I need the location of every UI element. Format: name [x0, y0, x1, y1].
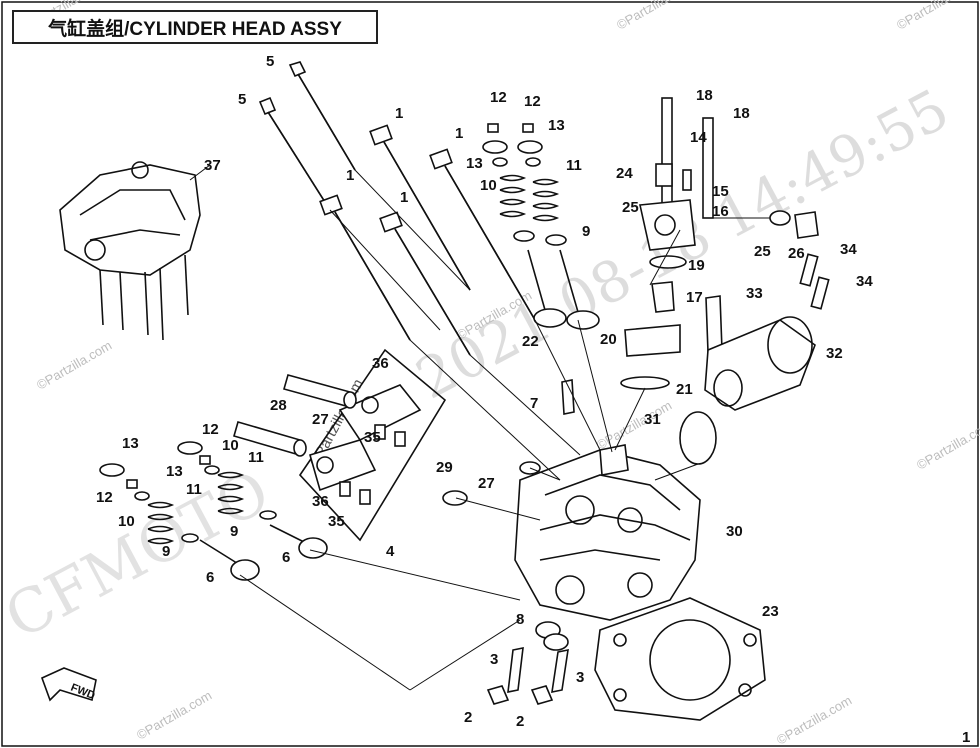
site-watermark-tr: ©Partzilla.com	[894, 0, 974, 33]
callout: 18	[733, 105, 750, 122]
site-watermark-mr: ©Partzilla.com	[914, 418, 980, 473]
callout: 12	[202, 421, 219, 438]
callout: 35	[328, 513, 345, 530]
callout: 5	[266, 53, 274, 70]
callout: 13	[466, 155, 483, 172]
callouts: 5 5 1 1 1 1 12 12 13 13 10 11 9 18 18 14…	[96, 53, 873, 730]
engine-assembly	[59, 161, 211, 341]
callout: 9	[230, 523, 238, 540]
callout: 9	[162, 543, 170, 560]
callout: 24	[616, 165, 633, 182]
valve-train-left	[99, 441, 328, 581]
callout: 6	[206, 569, 214, 586]
callout: 10	[118, 513, 135, 530]
callout: 2	[516, 713, 524, 730]
callout: 12	[524, 93, 541, 110]
pushrod-tubes	[233, 374, 357, 457]
callout: 21	[676, 381, 693, 398]
callout: 7	[530, 395, 538, 412]
leader-lines	[239, 169, 770, 691]
callout: 13	[166, 463, 183, 480]
callout: 35	[364, 429, 381, 446]
head-bolts	[258, 61, 536, 356]
callout: 1	[400, 189, 408, 206]
callout: 34	[840, 241, 857, 258]
callout: 8	[516, 611, 524, 628]
callout: 19	[688, 257, 705, 274]
callout: 11	[566, 157, 582, 174]
callout: 27	[312, 411, 329, 428]
callout: 32	[826, 345, 843, 362]
callout: 17	[686, 289, 703, 306]
callout: 11	[248, 449, 264, 466]
callout: 1	[455, 125, 463, 142]
diagram-title-text: 气缸盖组/CYLINDER HEAD ASSY	[48, 18, 342, 40]
fwd-arrow: FWD	[40, 667, 97, 702]
callout: 28	[270, 397, 287, 414]
thermostat-assembly	[620, 97, 830, 465]
callout: 16	[712, 203, 729, 220]
callout: 36	[312, 493, 329, 510]
callout: 12	[490, 89, 507, 106]
callout: 13	[122, 435, 139, 452]
callout: 14	[690, 129, 707, 146]
callout: 29	[436, 459, 453, 476]
site-watermark-tc: ©Partzilla.com	[614, 0, 694, 33]
callout: 2	[464, 709, 472, 726]
callout: 9	[582, 223, 590, 240]
callout: 6	[282, 549, 290, 566]
callout: 27	[478, 475, 495, 492]
callout: 31	[644, 411, 661, 428]
callout: 1	[346, 167, 354, 184]
callout: 10	[222, 437, 239, 454]
callout: 3	[490, 651, 498, 668]
site-watermark-m2: ©Partzilla.com	[594, 398, 674, 453]
callout: 20	[600, 331, 617, 348]
callout: 13	[548, 117, 565, 134]
callout: 10	[480, 177, 497, 194]
site-watermark-ml: ©Partzilla.com	[34, 338, 114, 393]
callout: 22	[522, 333, 539, 350]
site-watermark-bl: ©Partzilla.com	[134, 688, 214, 743]
callout: 4	[386, 543, 395, 560]
callout: 1	[395, 105, 403, 122]
callout: 25	[754, 243, 771, 260]
callout: 25	[622, 199, 639, 216]
callout: 30	[726, 523, 743, 540]
callout: 3	[576, 669, 584, 686]
callout: 12	[96, 489, 113, 506]
page-number: 1	[962, 729, 970, 746]
callout: 36	[372, 355, 389, 372]
callout: 18	[696, 87, 713, 104]
cylinder-head	[514, 444, 701, 621]
rocker-arm-assembly	[298, 348, 447, 542]
site-watermark-br: ©Partzilla.com	[774, 693, 854, 748]
spark-plug-and-gaskets	[442, 379, 575, 506]
callout: 15	[712, 183, 729, 200]
callout: 23	[762, 603, 779, 620]
callout: 37	[204, 157, 221, 174]
head-gasket	[594, 597, 766, 721]
callout: 33	[746, 285, 763, 302]
studs-and-nuts	[486, 621, 569, 705]
callout: 26	[788, 245, 805, 262]
callout: 11	[186, 481, 202, 498]
callout: 34	[856, 273, 873, 290]
valve-springs-upper	[482, 123, 600, 330]
diagram-title: 气缸盖组/CYLINDER HEAD ASSY	[12, 10, 378, 44]
callout: 5	[238, 91, 246, 108]
